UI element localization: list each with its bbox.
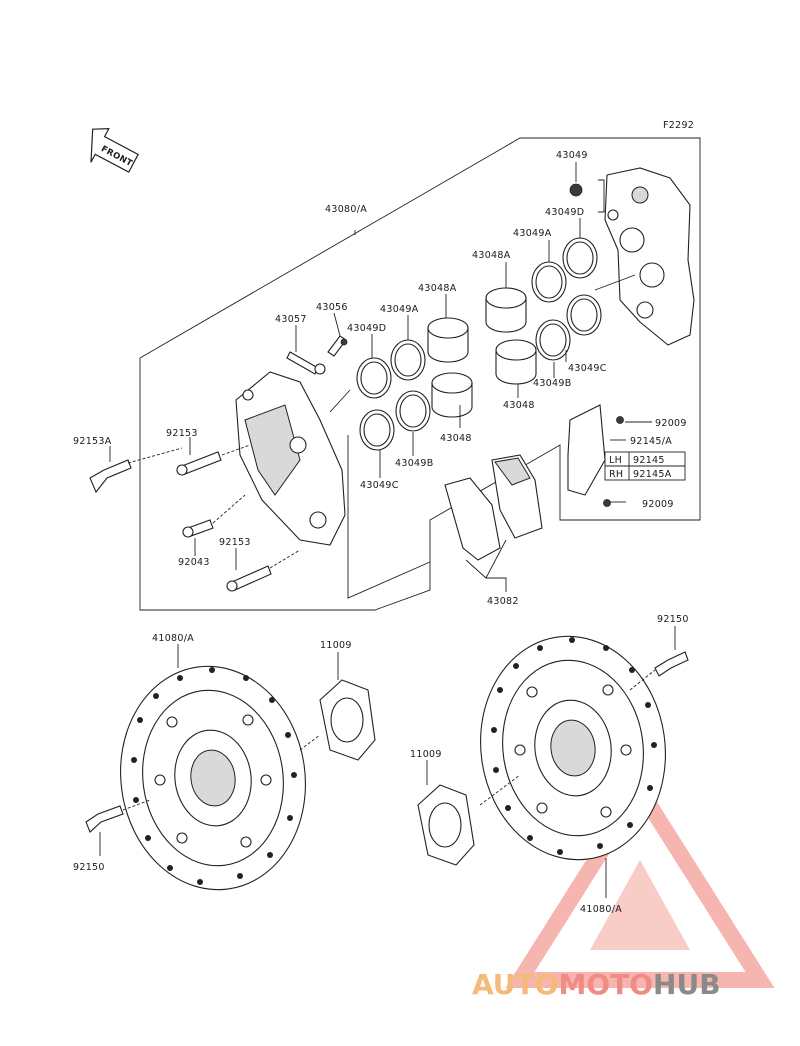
disc-leader-lines (99, 626, 676, 898)
label-11009-a: 11009 (320, 640, 352, 651)
front-arrow-icon: FRONT (90, 128, 139, 173)
brake-disc-right (480, 635, 666, 861)
label-92150-left: 92150 (73, 862, 105, 873)
caliper-assembly-outline (139, 137, 701, 611)
label-43048-left: 43048 (440, 433, 472, 444)
label-92153-b: 92153 (219, 537, 251, 548)
bleeder-parts (286, 335, 348, 375)
seal-rings-right (531, 237, 602, 361)
label-11009-b: 11009 (410, 749, 442, 760)
label-43049A-left: 43049A (380, 304, 419, 315)
label-92009-a: 92009 (655, 418, 687, 429)
pistons-left (427, 317, 473, 418)
label-43080A: 43080/A (325, 204, 367, 215)
label-43049B-left: 43049B (395, 458, 434, 469)
label-43049B-right: 43049B (533, 378, 572, 389)
label-41080A-left: 41080/A (152, 633, 194, 644)
seal-rings-left (356, 339, 431, 451)
washer-43049 (569, 183, 583, 197)
table-side-lh: LH (609, 455, 622, 466)
label-92043: 92043 (178, 557, 210, 568)
watermark-part-2: MOTO (558, 968, 653, 1001)
label-92150-right: 92150 (657, 614, 689, 625)
pistons-right (485, 287, 537, 385)
mounting-bolts (89, 451, 272, 592)
table-part-lh: 92145 (633, 455, 665, 466)
table-part-rh: 92145A (633, 469, 672, 480)
label-43048-right: 43048 (503, 400, 535, 411)
figure-code: F2292 (663, 120, 694, 131)
label-92153A: 92153A (73, 436, 112, 447)
pad-shim-plate (567, 404, 624, 507)
label-92153-a: 92153 (166, 428, 198, 439)
label-43048A-left: 43048A (418, 283, 457, 294)
watermark-part-1: AUTO (472, 968, 558, 1001)
disc-spacers (319, 679, 475, 866)
label-43049: 43049 (556, 150, 588, 161)
label-43049A-right: 43049A (513, 228, 552, 239)
brake-disc-left (120, 665, 306, 891)
part-labels: 43049 43049D 43080/A 43049A 43048A 43048… (73, 150, 689, 915)
watermark-logo (505, 775, 775, 988)
watermark-text: AUTOMOTOHUB (472, 968, 721, 1001)
label-43048A-right: 43048A (472, 250, 511, 261)
label-43049C-left: 43049C (360, 480, 399, 491)
leader-lines (109, 162, 652, 592)
label-43057: 43057 (275, 314, 307, 325)
caliper-right-half (604, 167, 695, 346)
side-table: LH 92145 RH 92145A (604, 451, 686, 481)
label-43049C-right: 43049C (568, 363, 607, 374)
label-92009-b: 92009 (642, 499, 674, 510)
table-side-rh: RH (609, 469, 623, 480)
label-43056: 43056 (316, 302, 348, 313)
label-43082: 43082 (487, 596, 519, 607)
brake-pads (444, 454, 543, 561)
label-92145A: 92145/A (630, 436, 672, 447)
label-43049D-right: 43049D (545, 207, 584, 218)
label-41080A-right: 41080/A (580, 904, 622, 915)
label-43049D-left: 43049D (347, 323, 386, 334)
disc-bolts (85, 651, 689, 833)
caliper-left-half (235, 371, 346, 546)
svg-text:AUTOMOTOHUB: AUTOMOTOHUB (472, 968, 721, 1001)
watermark-part-3: HUB (653, 968, 721, 1001)
